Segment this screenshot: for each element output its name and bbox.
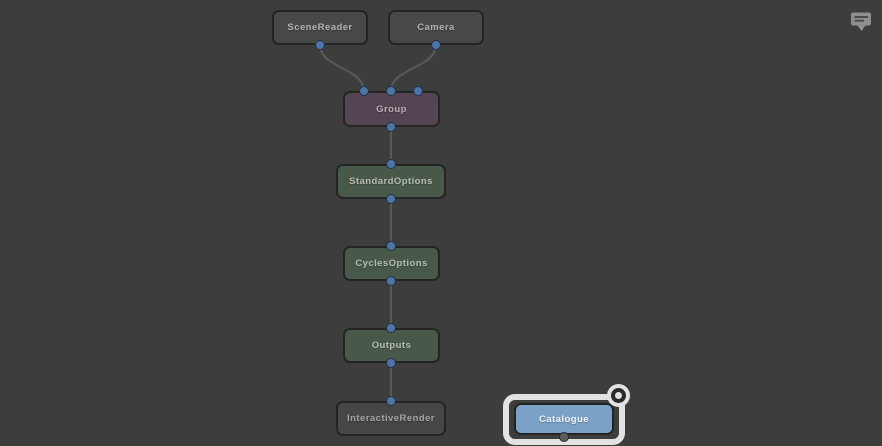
plug-CyclesOptions-out[interactable] xyxy=(386,276,396,286)
plug-Group-in1[interactable] xyxy=(386,86,396,96)
node-label-SceneReader: SceneReader xyxy=(287,22,353,33)
node-label-InteractiveRender: InteractiveRender xyxy=(347,413,435,424)
node-label-Camera: Camera xyxy=(417,22,455,33)
plug-SceneReader-out[interactable] xyxy=(315,40,325,50)
node-label-CyclesOptions: CyclesOptions xyxy=(355,258,428,269)
annotation-bubble-tail xyxy=(857,25,866,31)
plug-Outputs-out[interactable] xyxy=(386,358,396,368)
node-label-Catalogue: Catalogue xyxy=(539,413,589,425)
plug-StandardOptions-in[interactable] xyxy=(386,159,396,169)
node-SceneReader[interactable]: SceneReader xyxy=(272,10,368,45)
annotation-bubble-shape xyxy=(851,12,871,26)
connection-SceneReader-to-Group[interactable] xyxy=(319,44,365,92)
plug-StandardOptions-out[interactable] xyxy=(386,194,396,204)
annotation-line-1 xyxy=(854,16,868,18)
node-label-StandardOptions: StandardOptions xyxy=(349,176,433,187)
plug-Group-in2[interactable] xyxy=(413,86,423,96)
node-InteractiveRender[interactable]: InteractiveRender xyxy=(336,401,446,436)
plug-Outputs-in[interactable] xyxy=(386,323,396,333)
plug-Catalogue-out[interactable] xyxy=(559,432,569,442)
focus-ring-center-Catalogue xyxy=(610,387,626,403)
selection-frame-Catalogue xyxy=(503,394,625,445)
plug-Group-out[interactable] xyxy=(386,122,396,132)
focus-ring-icon-Catalogue[interactable] xyxy=(606,383,630,407)
annotation-line-2 xyxy=(854,19,864,22)
plug-CyclesOptions-in[interactable] xyxy=(386,241,396,251)
plug-Group-in0[interactable] xyxy=(359,86,369,96)
annotation-bubble-icon[interactable] xyxy=(849,10,875,32)
plug-InteractiveRender-in[interactable] xyxy=(386,396,396,406)
node-label-Group: Group xyxy=(376,103,407,115)
connection-Camera-to-Group[interactable] xyxy=(390,44,437,92)
node-label-Outputs: Outputs xyxy=(371,340,412,351)
plug-Camera-out[interactable] xyxy=(431,40,441,50)
node-Catalogue[interactable]: Catalogue xyxy=(514,403,614,435)
